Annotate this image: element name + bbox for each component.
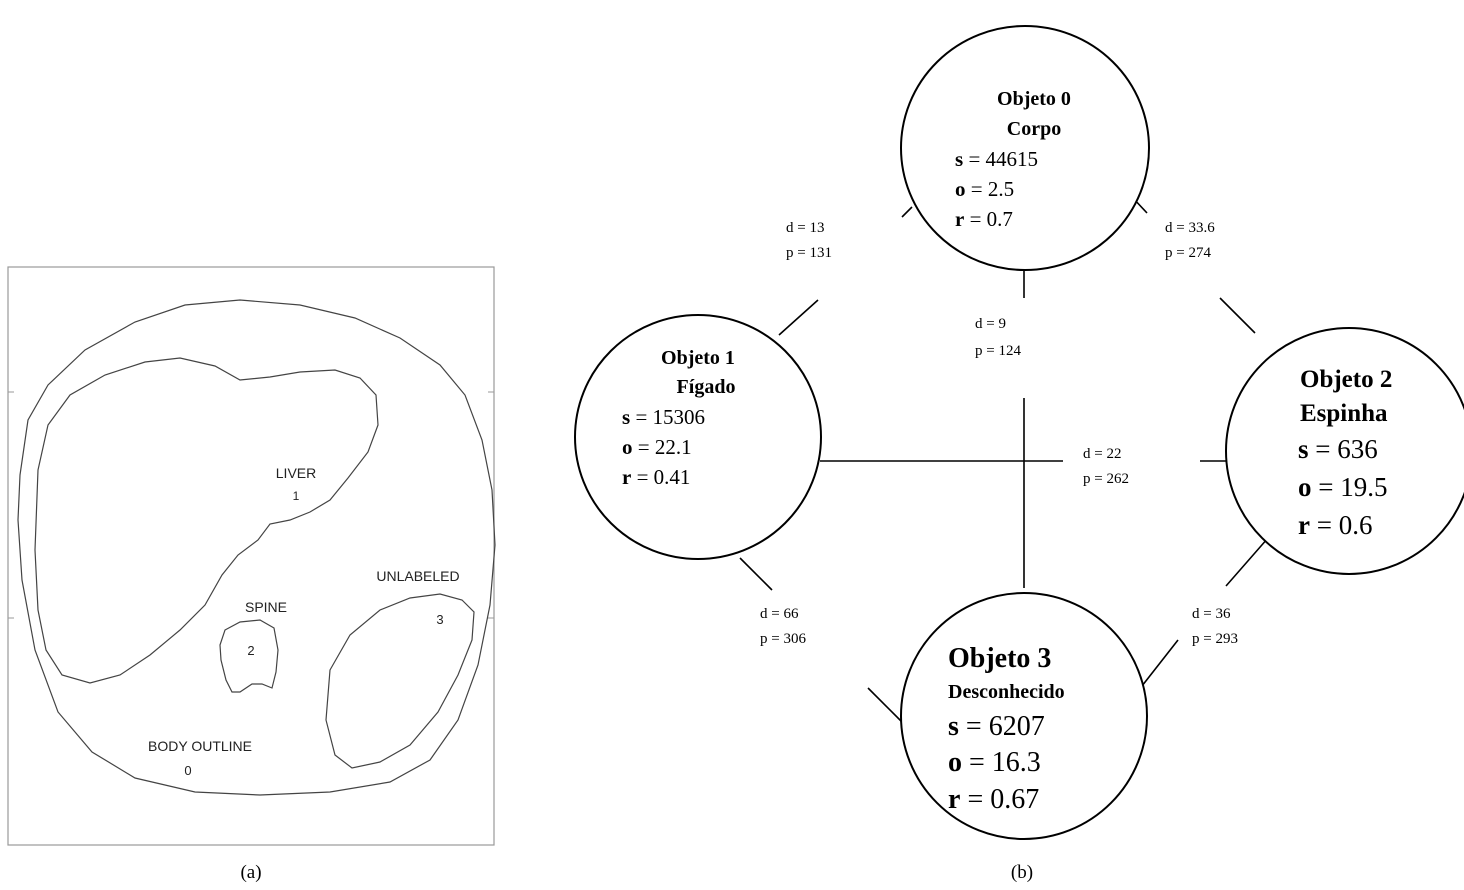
r-key: r: [622, 465, 631, 489]
edge-label-perimeter: p = 306: [760, 631, 806, 647]
r-value: 0.7: [987, 207, 1013, 231]
node-o-row: o = 19.5: [1298, 472, 1387, 502]
node-s-row: s = 15306: [622, 405, 705, 429]
node-r-row: r = 0.67: [948, 784, 1039, 815]
caption-b: (b): [1011, 862, 1033, 883]
edge-label-0-2: d = 33.6 p = 274: [1165, 220, 1215, 261]
unlabeled-contour: [325, 593, 475, 769]
r-key: r: [955, 207, 964, 231]
edge-label-perimeter: p = 293: [1192, 631, 1238, 647]
node-s-row: s = 6207: [948, 711, 1045, 742]
edge-label-distance: d = 66: [760, 606, 799, 622]
o-key: o: [622, 435, 633, 459]
node-name: Fígado: [677, 376, 736, 398]
node-s-row: s = 636: [1298, 434, 1378, 464]
node-objeto-2: Objeto 2 Espinha s = 636 o = 19.5 r = 0.…: [1225, 327, 1464, 575]
node-objeto-0: Objeto 0 Corpo s = 44615 o = 2.5 r = 0.7: [900, 25, 1150, 271]
o-key: o: [948, 747, 962, 778]
edge-0-1-stub-bottom: [778, 299, 819, 336]
s-value: 44615: [986, 147, 1039, 171]
relational-graph-panel: d = 13 p = 131 d = 33.6 p = 274 d = 9 p …: [574, 25, 1464, 883]
node-circle: [900, 592, 1148, 840]
node-r-row: r = 0.6: [1298, 510, 1372, 540]
s-key: s: [948, 711, 959, 742]
edge-1-3-stub-bottom: [867, 687, 903, 723]
o-value: 22.1: [655, 435, 692, 459]
r-key: r: [1298, 510, 1310, 540]
node-circle: [574, 314, 822, 560]
edge-label-1-3: d = 66 p = 306: [760, 606, 806, 647]
spine-number: 2: [247, 643, 254, 658]
o-key: o: [1298, 472, 1312, 502]
node-o-row: o = 22.1: [622, 435, 692, 459]
edge-0-1-stub-top: [901, 206, 913, 218]
node-circle: [1225, 327, 1464, 575]
body-outline-contour: [17, 299, 496, 796]
s-value: 15306: [653, 405, 706, 429]
unlabeled-number: 3: [436, 612, 443, 627]
node-title: Objeto 1: [661, 347, 735, 369]
liver-number: 1: [293, 489, 300, 503]
s-key: s: [955, 147, 963, 171]
edge-label-distance: d = 9: [975, 316, 1006, 332]
body-outline-number: 0: [184, 763, 191, 778]
node-o-row: o = 2.5: [955, 177, 1014, 201]
edge-label-distance: d = 22: [1083, 446, 1121, 462]
node-name: Espinha: [1300, 400, 1388, 427]
node-r-row: r = 0.7: [955, 207, 1013, 231]
spine-contour: [219, 619, 279, 693]
o-value: 19.5: [1340, 472, 1387, 502]
node-name: Corpo: [1007, 118, 1061, 140]
o-value: 2.5: [988, 177, 1014, 201]
node-title: Objeto 2: [1300, 366, 1392, 393]
edge-0-2-stub-bottom: [1219, 297, 1256, 334]
edge-label-0-3: d = 9 p = 124: [975, 316, 1021, 359]
caption-a: (a): [240, 862, 261, 883]
edge-label-1-2: d = 22 p = 262: [1083, 446, 1129, 487]
node-o-row: o = 16.3: [948, 747, 1041, 778]
node-objeto-3: Objeto 3 Desconhecido s = 6207 o = 16.3 …: [900, 592, 1148, 840]
spine-label: SPINE: [245, 599, 287, 615]
s-value: 6207: [989, 711, 1045, 742]
s-value: 636: [1337, 434, 1378, 464]
edge-1-3-stub-top: [739, 557, 773, 591]
edge-label-perimeter: p = 124: [975, 343, 1021, 359]
edge-label-perimeter: p = 262: [1083, 471, 1129, 487]
node-objeto-1: Objeto 1 Fígado s = 15306 o = 22.1 r = 0…: [574, 314, 822, 560]
edge-label-perimeter: p = 131: [786, 245, 832, 261]
s-key: s: [1298, 434, 1309, 464]
node-title: Objeto 0: [997, 88, 1071, 110]
edge-2-3-stub-bottom: [1141, 639, 1179, 687]
node-name: Desconhecido: [948, 681, 1065, 703]
edge-label-perimeter: p = 274: [1165, 245, 1211, 261]
node-circle: [900, 25, 1150, 271]
o-key: o: [955, 177, 966, 201]
edge-label-distance: d = 13: [786, 220, 824, 236]
o-value: 16.3: [992, 747, 1041, 778]
node-r-row: r = 0.41: [622, 465, 690, 489]
edge-label-0-1: d = 13 p = 131: [786, 220, 832, 261]
r-value: 0.67: [990, 784, 1039, 815]
r-key: r: [948, 784, 960, 815]
unlabeled-label: UNLABELED: [376, 568, 459, 584]
r-value: 0.6: [1339, 510, 1373, 540]
edge-label-distance: d = 33.6: [1165, 220, 1215, 236]
s-key: s: [622, 405, 630, 429]
node-s-row: s = 44615: [955, 147, 1038, 171]
liver-label: LIVER: [276, 465, 316, 481]
edge-label-distance: d = 36: [1192, 606, 1231, 622]
liver-contour: [34, 357, 379, 684]
r-value: 0.41: [654, 465, 691, 489]
segmentation-panel: LIVER 1 SPINE 2 UNLABELED 3 BODY OUTLINE…: [7, 266, 496, 883]
node-title: Objeto 3: [948, 643, 1051, 674]
body-outline-label: BODY OUTLINE: [148, 738, 252, 754]
edge-label-2-3: d = 36 p = 293: [1192, 606, 1238, 647]
